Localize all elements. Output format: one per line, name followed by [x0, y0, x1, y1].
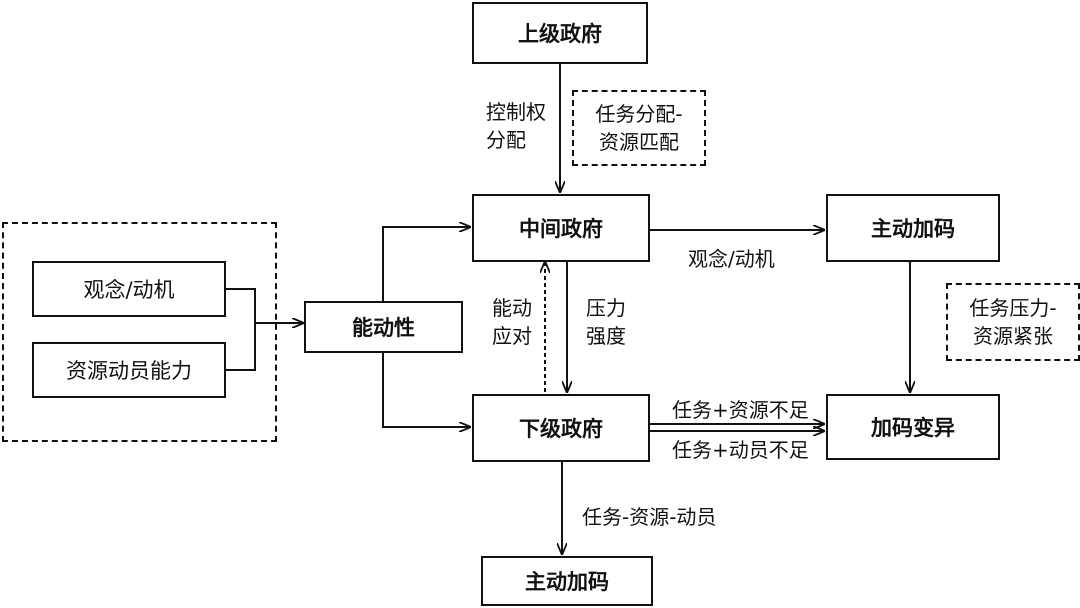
connector-concept-merge [226, 288, 256, 371]
node-upper-government: 上级政府 [472, 2, 648, 64]
node-agency: 能动性 [304, 301, 463, 353]
label-task-resource-mobilization: 任务-资源-动员 [582, 505, 717, 529]
node-lower-government: 下级政府 [472, 394, 650, 462]
node-concept-motive: 观念/动机 [32, 261, 226, 317]
label-control-allocation: 控制权 分配 [486, 98, 546, 154]
node-upper-government-label: 上级政府 [518, 22, 602, 46]
label-task-resource-shortage: 任务+资源不足 [672, 398, 809, 422]
note-task-allocation-line1: 任务分配- [595, 102, 683, 126]
node-lower-government-label: 下级政府 [519, 417, 603, 441]
note-task-pressure: 任务压力- 资源紧张 [946, 283, 1080, 361]
node-resource-mobilization: 资源动员能力 [32, 342, 226, 398]
node-resource-mobilization-label: 资源动员能力 [66, 359, 192, 383]
node-active-add-bottom-label: 主动加码 [525, 570, 609, 594]
label-agency-response-line2: 应对 [492, 324, 532, 348]
node-add-variation-label: 加码变异 [871, 416, 955, 440]
node-active-add-right-label: 主动加码 [871, 217, 955, 241]
node-middle-government: 中间政府 [472, 194, 650, 262]
label-pressure-line2: 强度 [586, 324, 626, 348]
label-task-mobilization-shortage: 任务+动员不足 [672, 438, 809, 462]
node-agency-label: 能动性 [352, 316, 415, 340]
arrow-agency-to-lower [382, 353, 470, 427]
note-task-pressure-line2: 资源紧张 [973, 324, 1053, 348]
label-pressure-intensity: 压力 强度 [586, 294, 626, 350]
label-control-line1: 控制权 [486, 100, 546, 124]
label-pressure-line1: 压力 [586, 296, 626, 320]
left-group-container [2, 222, 277, 442]
note-task-pressure-line1: 任务压力- [969, 296, 1057, 320]
label-control-line2: 分配 [486, 128, 526, 152]
node-middle-government-label: 中间政府 [519, 217, 603, 241]
label-agency-response: 能动 应对 [492, 294, 532, 350]
note-task-allocation-line2: 资源匹配 [599, 130, 679, 154]
arrow-agency-to-middle [382, 227, 470, 301]
label-concept-motive-edge: 观念/动机 [688, 247, 775, 271]
node-add-variation: 加码变异 [826, 394, 1000, 460]
node-concept-motive-label: 观念/动机 [83, 278, 175, 302]
note-task-allocation: 任务分配- 资源匹配 [572, 90, 706, 166]
label-agency-response-line1: 能动 [492, 296, 532, 320]
node-active-add-right: 主动加码 [826, 194, 1000, 262]
node-active-add-bottom: 主动加码 [481, 556, 653, 606]
